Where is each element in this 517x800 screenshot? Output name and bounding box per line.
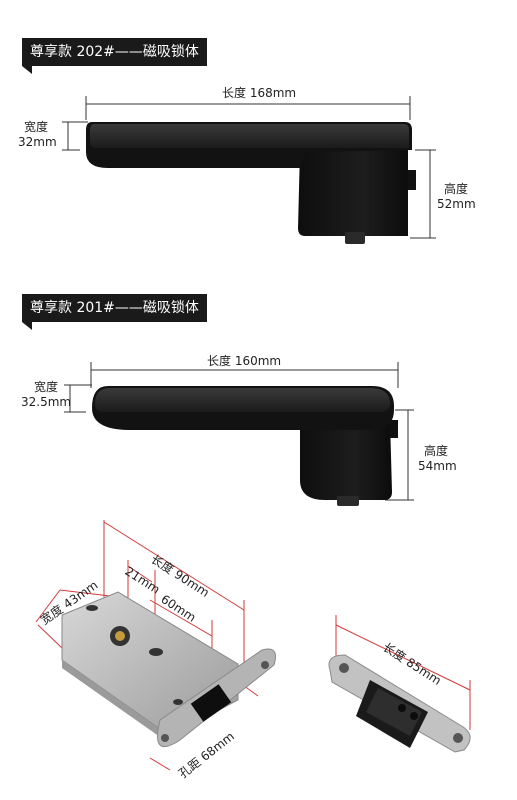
section1-height-label-line2: 52mm [437, 197, 476, 211]
section1-title: 尊享款 202#——磁吸锁体 [22, 38, 207, 66]
section1-width-label-line1: 宽度 [24, 120, 49, 134]
section1-banner-tail [22, 66, 32, 74]
section1-width-label-line2: 32mm [18, 135, 57, 149]
section2-width-label-line2: 32.5mm [21, 395, 72, 409]
handle-202 [62, 96, 436, 244]
section2-width-label-line1: 宽度 [34, 380, 59, 394]
section2-length-label: 长度 160mm [207, 354, 282, 368]
strike-plate [328, 615, 471, 753]
section2-title: 尊享款 201#——磁吸锁体 [22, 294, 207, 322]
section2-height-label-line2: 54mm [418, 459, 457, 473]
mortise-lock-body [35, 520, 276, 771]
section1-height-label-line1: 高度 [444, 182, 469, 196]
section2-height-label-line1: 高度 [424, 444, 449, 458]
handle-201 [64, 362, 414, 506]
section2-banner-tail [22, 322, 32, 330]
section1-length-label: 长度 168mm [222, 86, 297, 100]
